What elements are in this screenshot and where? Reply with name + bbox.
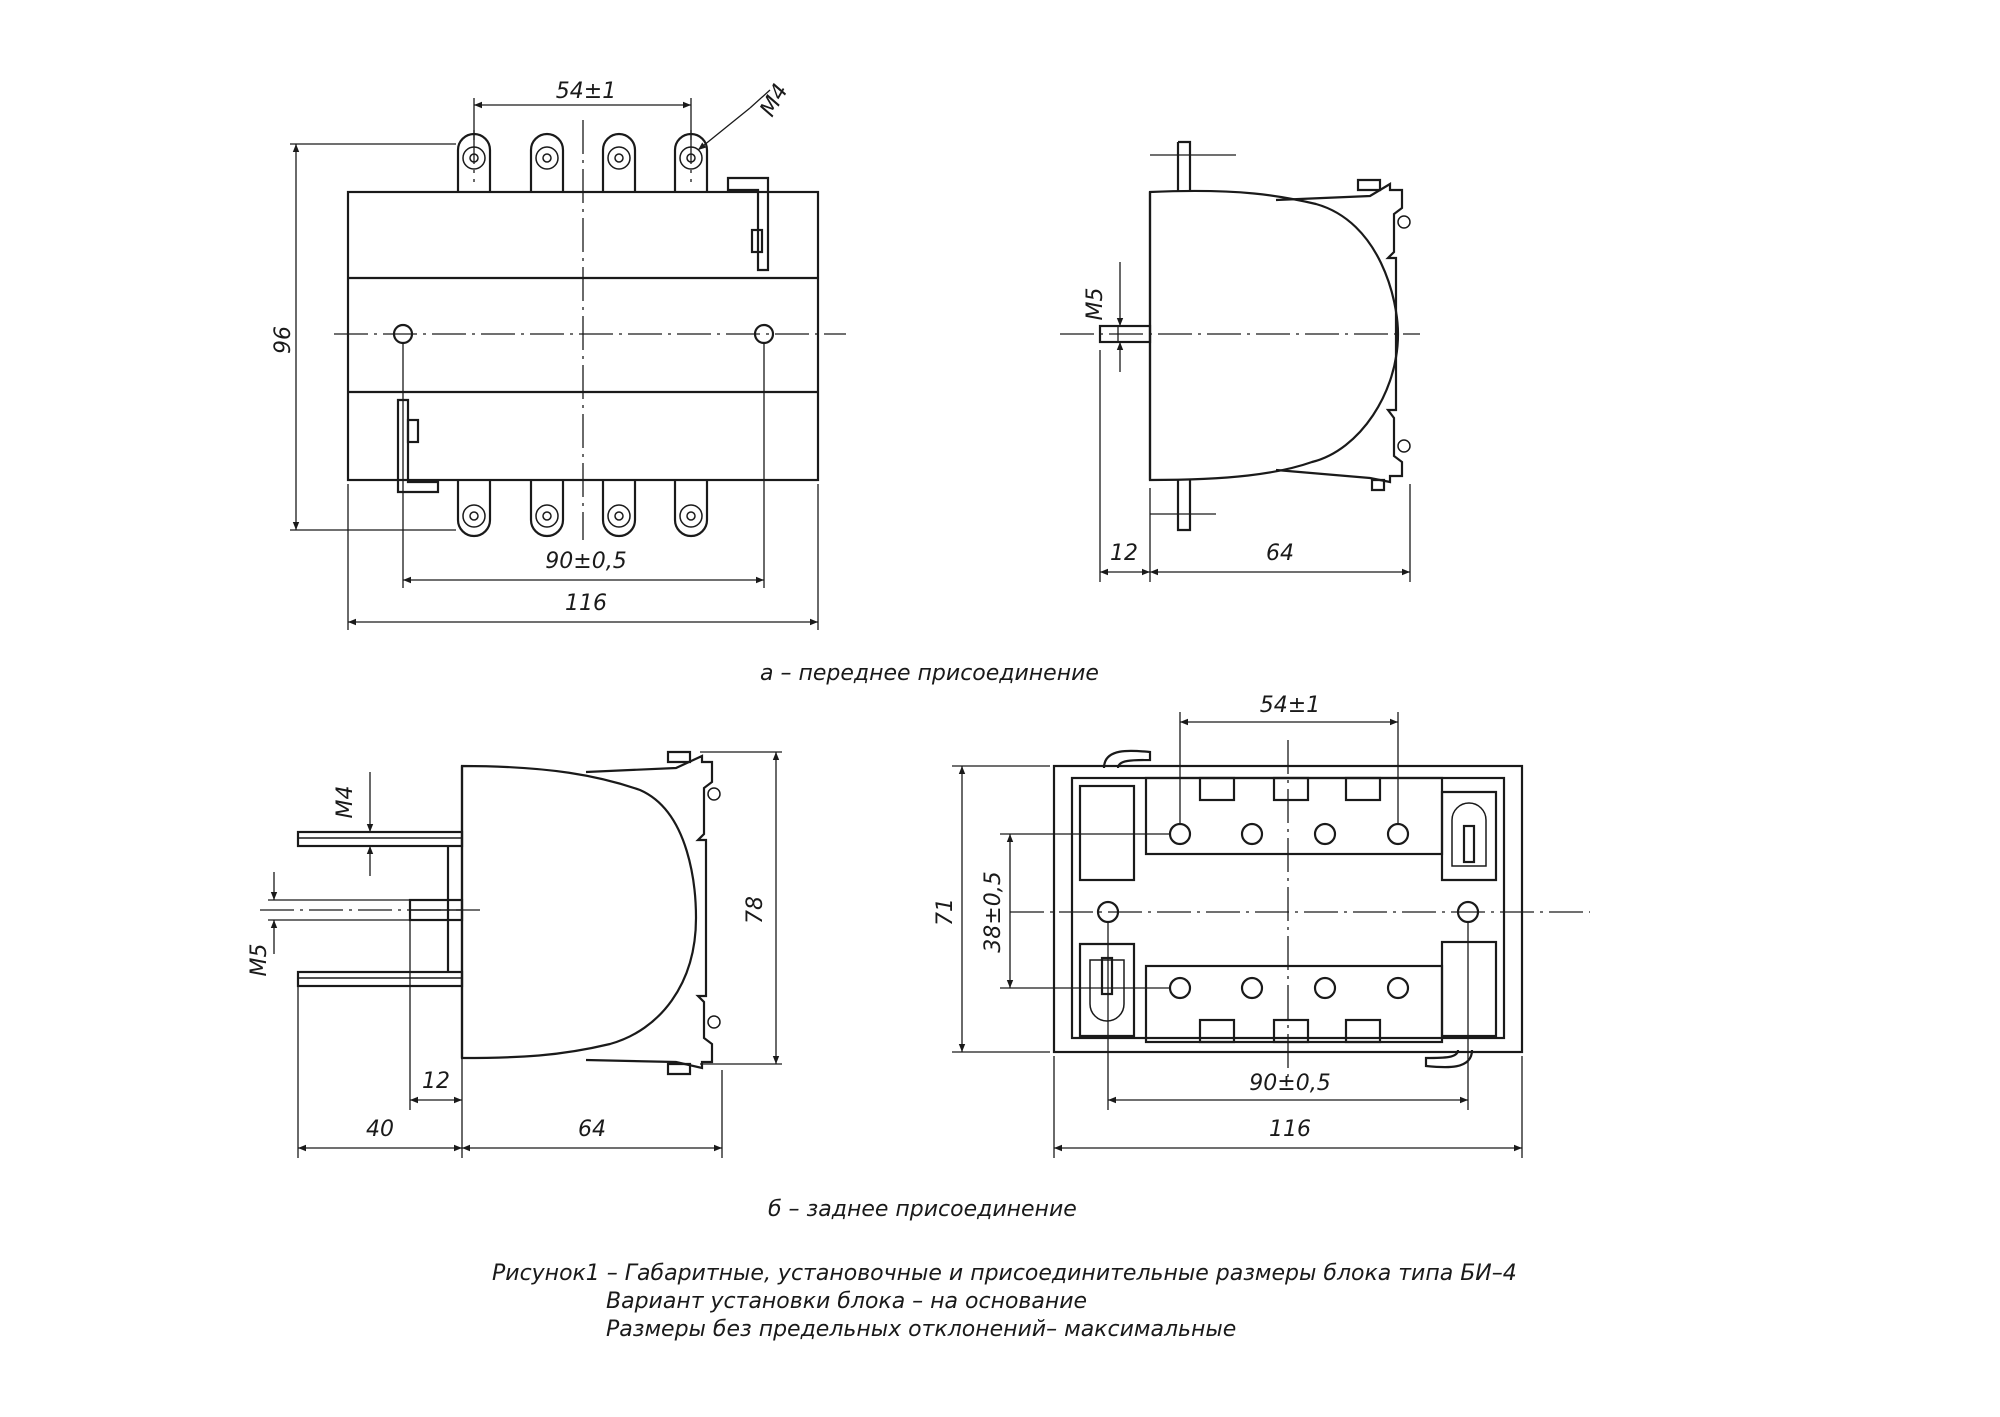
dim-54-b: 54±1 <box>1260 693 1320 718</box>
dim-38: 38±0,5 <box>981 871 1006 952</box>
view-a-side: M5 12 64 <box>1060 140 1420 582</box>
dim-54: 54±1 <box>556 79 616 104</box>
screw-row-top <box>1168 822 1410 846</box>
view-b-side: M4 M5 78 12 40 64 <box>247 750 782 1158</box>
caption-a: а – переднее присоединение <box>760 661 1099 686</box>
view-a-front: 54±1 M4 96 90±0,5 116 <box>271 79 846 630</box>
dim-64-b: 64 <box>578 1117 606 1142</box>
figure-caption-line1: Рисунок1 – Габаритные, установочные и пр… <box>492 1261 1517 1286</box>
latch-bottom <box>396 398 440 494</box>
dim-96: 96 <box>271 326 296 354</box>
latch-top <box>726 176 770 272</box>
dim-71: 71 <box>933 898 958 926</box>
caption-b: б – заднее присоединение <box>768 1197 1077 1222</box>
dim-116-b: 116 <box>1269 1117 1311 1142</box>
terminal-row-bottom <box>456 480 709 538</box>
dim-12: 12 <box>1110 541 1138 566</box>
dim-m4-b: M4 <box>333 786 358 819</box>
dim-m5-b: M5 <box>247 944 272 977</box>
dim-90: 90±0,5 <box>545 549 626 574</box>
dim-64: 64 <box>1266 541 1294 566</box>
figure-caption-line3: Размеры без предельных отклонений– макси… <box>606 1317 1236 1342</box>
view-b-rear: 54±1 71 38±0,5 90±0,5 116 <box>933 693 1590 1158</box>
dim-12-b: 12 <box>422 1069 450 1094</box>
dim-116: 116 <box>565 591 607 616</box>
dim-78: 78 <box>743 896 768 924</box>
figure-caption-line2: Вариант установки блока – на основание <box>606 1289 1087 1314</box>
screw-row-bottom <box>1168 976 1410 1000</box>
dim-40: 40 <box>366 1117 394 1142</box>
dim-90-b: 90±0,5 <box>1249 1071 1330 1096</box>
dim-m4: M4 <box>756 80 794 121</box>
dim-m5: M5 <box>1083 288 1108 321</box>
